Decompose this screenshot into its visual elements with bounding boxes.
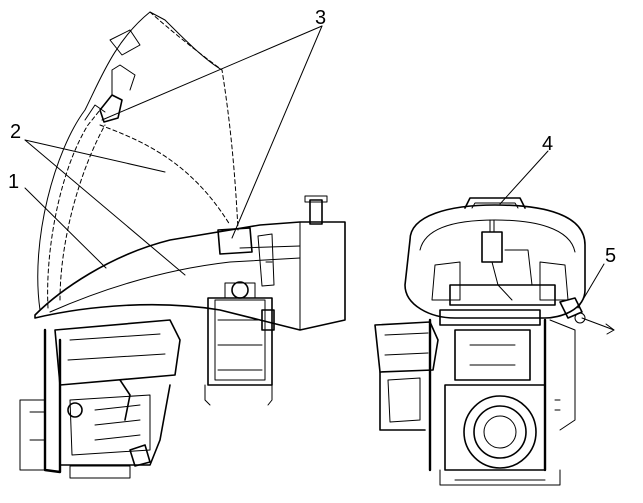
fuel-bracket (204, 281, 275, 406)
leader-line-2a (24, 139, 166, 173)
callout-5: 5 (605, 245, 616, 267)
leader-line-3b (231, 25, 323, 239)
engine-body-right (374, 309, 576, 486)
choke-knob (559, 297, 615, 335)
leader-lines (24, 25, 605, 309)
left-side-view (19, 11, 346, 479)
right-front-view (374, 197, 615, 486)
callout-1: 1 (8, 171, 19, 193)
direction-arrow-shaft (581, 317, 615, 331)
leader-line-4 (499, 150, 549, 205)
top-shroud (404, 197, 586, 319)
direction-arrow-head (605, 323, 615, 335)
throttle-linkage (449, 219, 556, 306)
callout-2: 2 (10, 121, 21, 143)
callout-4: 4 (542, 133, 553, 155)
leader-line-1 (24, 187, 107, 269)
engine-body-left (19, 319, 181, 479)
callout-3: 3 (315, 7, 326, 29)
raised-hood (37, 11, 239, 311)
leader-line-3a (101, 25, 323, 121)
leader-line-5 (577, 263, 605, 309)
callout-labels: 1 2 3 4 5 (8, 7, 616, 267)
leader-line-2b (24, 139, 186, 276)
lowered-hood (34, 195, 346, 331)
